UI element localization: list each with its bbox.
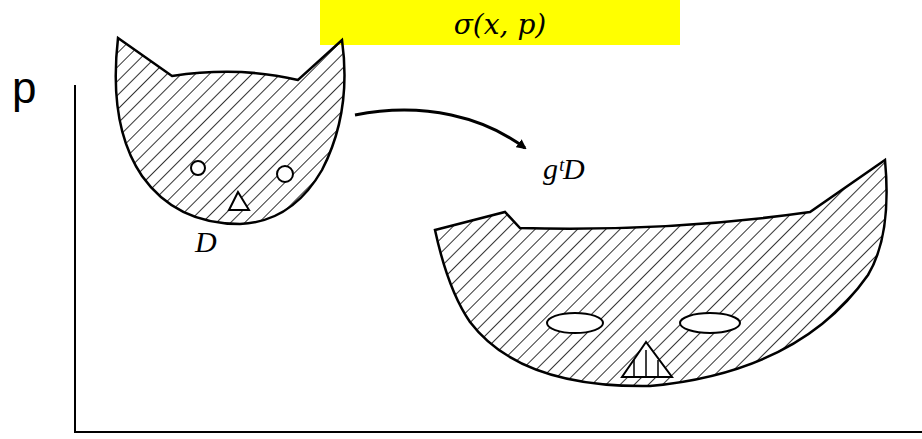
p-axis — [74, 85, 76, 433]
cat-region: gᵗD — [425, 148, 895, 393]
cat-outline — [100, 20, 355, 255]
region-label: gᵗD — [543, 154, 585, 184]
axis-label: p — [12, 66, 36, 110]
x-axis — [74, 431, 922, 433]
cat-region: D — [100, 20, 355, 255]
formula-text: σ(x, p) — [454, 11, 546, 39]
formula-box: σ(x, p) — [320, 0, 680, 45]
region-label: D — [195, 227, 217, 257]
cat-outline — [425, 148, 895, 393]
flow-arrow — [355, 110, 525, 148]
